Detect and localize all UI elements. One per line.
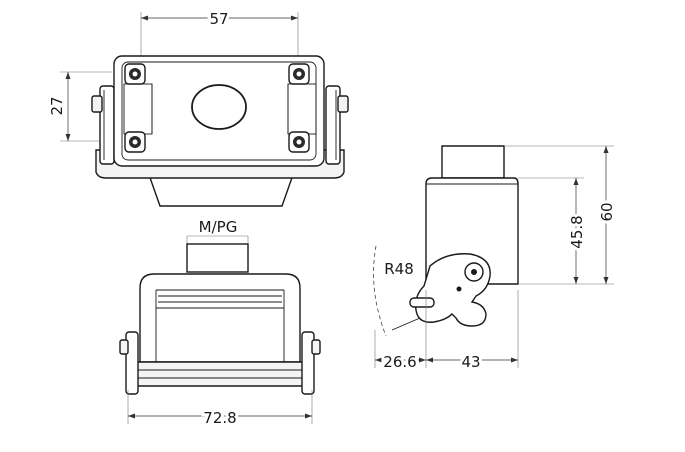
dim-lever-offset: 26.6 (383, 353, 416, 371)
dim-top-height: 27 (48, 96, 66, 115)
dim-side-height-total: 60 (598, 202, 616, 221)
side-view: R48 26.6 43 45.8 60 (373, 145, 619, 374)
dim-side-height-body: 45.8 (568, 215, 586, 248)
top-view: 57 27 (45, 7, 349, 207)
screw-icon-top-right (288, 63, 310, 85)
screw-icon-bottom-right (288, 131, 310, 153)
screw-icon-bottom-left (124, 131, 146, 153)
label-cable-entry: M/PG (199, 218, 238, 236)
dim-lever-radius: R48 (384, 260, 414, 278)
dim-base-width: 72.8 (203, 409, 236, 427)
dim-side-depth: 43 (461, 353, 480, 371)
screw-icon-top-left (124, 63, 146, 85)
dim-top-width: 57 (209, 10, 228, 28)
front-view: M/PG 72.8 (119, 218, 321, 430)
